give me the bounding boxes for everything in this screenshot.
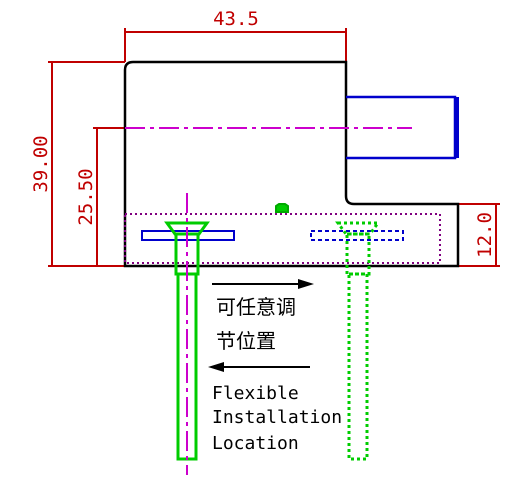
- total-width-label: 43.5: [213, 8, 259, 30]
- screw-right-shank: [347, 272, 369, 461]
- note-en-line2: Installation: [212, 407, 342, 428]
- screw-right: [335, 221, 381, 461]
- note-en-line1: Flexible: [212, 383, 299, 404]
- reference-marker: [275, 203, 289, 213]
- note-cn-line1: 可任意调: [216, 295, 296, 319]
- step-height-label: 12.0: [474, 212, 496, 258]
- screw-right-head: [335, 221, 381, 236]
- center-height-label: 25.50: [75, 168, 97, 225]
- total-height-label: 39.00: [30, 135, 52, 192]
- slot-nut-right: [310, 230, 404, 241]
- note-cn-line2: 节位置: [216, 329, 276, 353]
- arrow-right: [212, 279, 314, 289]
- arrow-left-head: [208, 362, 224, 372]
- dimension-lines: [48, 28, 500, 267]
- arrow-left: [208, 362, 310, 372]
- screw-right-neck: [345, 232, 371, 276]
- note-en-line3: Location: [212, 433, 299, 454]
- arrow-right-head: [298, 279, 314, 289]
- mounting-slot-hidden: [124, 213, 441, 264]
- body-outline: [123, 60, 460, 268]
